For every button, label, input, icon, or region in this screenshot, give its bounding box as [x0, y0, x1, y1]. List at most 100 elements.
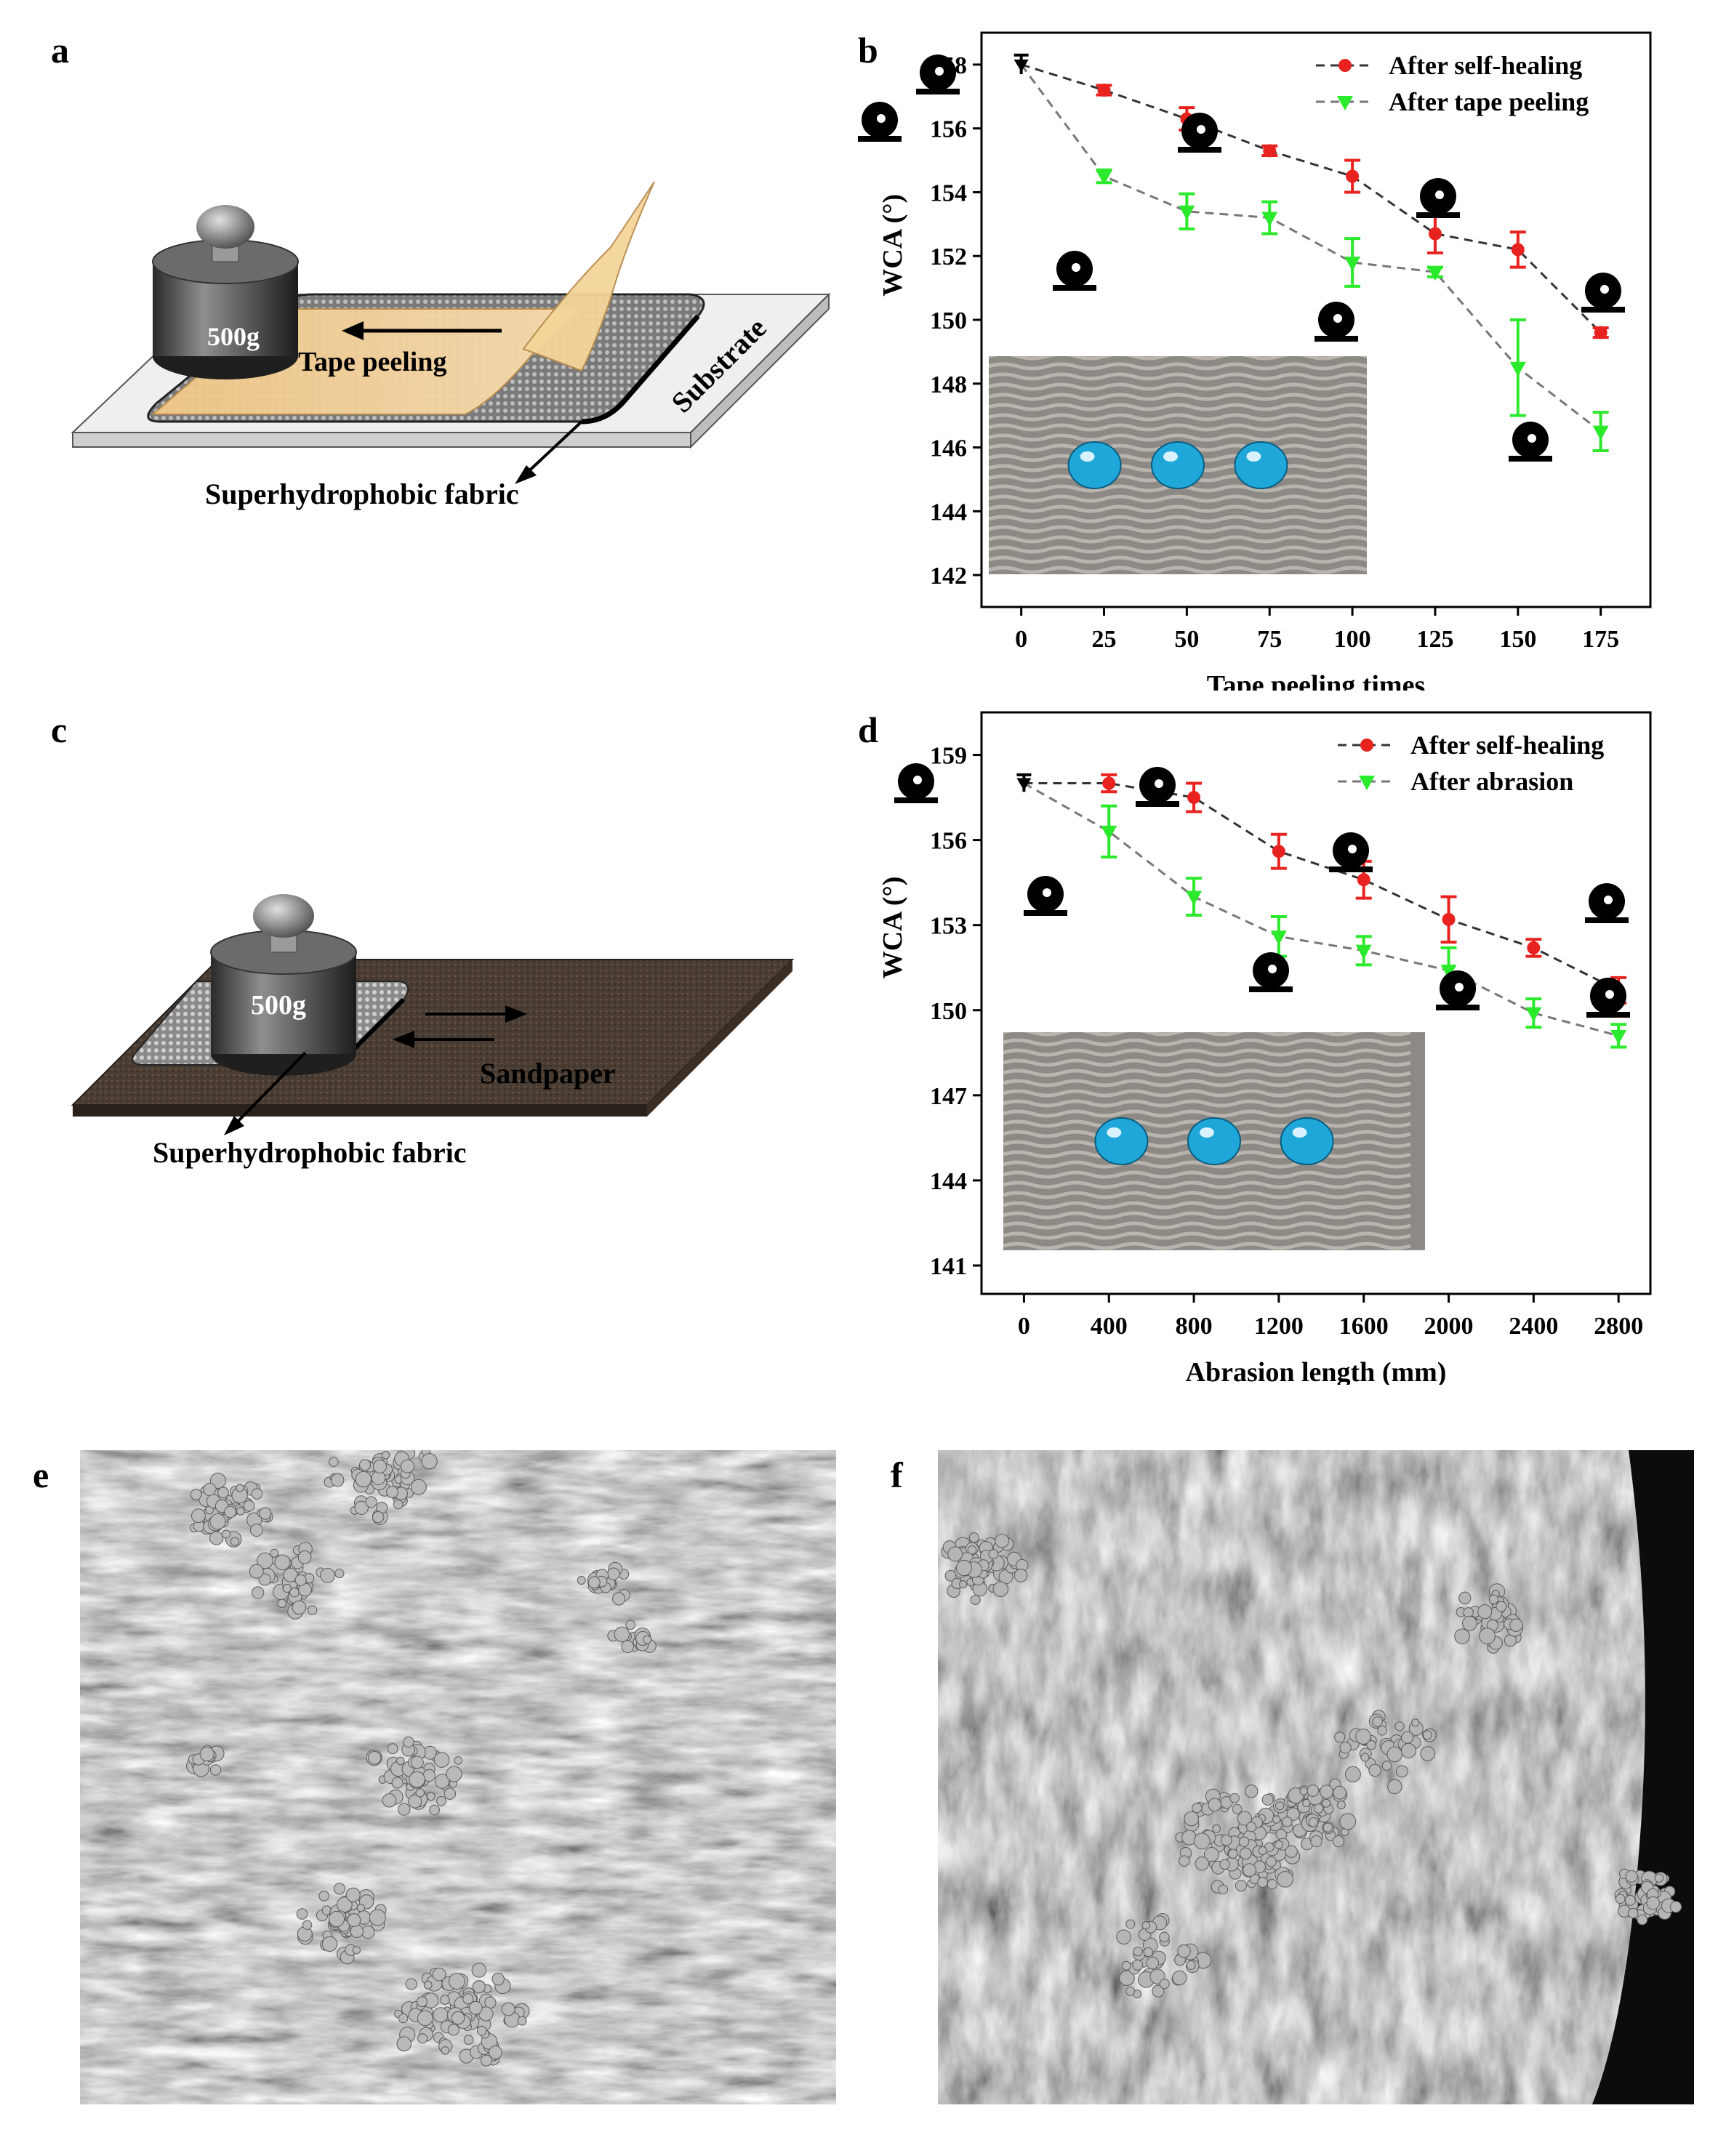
nanoparticle [1272, 1815, 1281, 1824]
y-tick-label: 153 [930, 913, 967, 940]
series-line-1 [1023, 782, 1619, 1037]
nanoparticle [352, 1946, 361, 1955]
nanoparticle [1637, 1914, 1648, 1926]
nanoparticle [398, 1803, 411, 1816]
nanoparticle [1302, 1798, 1311, 1808]
nanoparticle [1320, 1785, 1333, 1799]
weight-knob [196, 205, 254, 249]
nanoparticle [381, 1451, 390, 1460]
nanoparticle [1615, 1894, 1626, 1904]
nanoparticle [1218, 1884, 1229, 1895]
y-tick-label: 154 [930, 180, 967, 206]
nanoparticle [405, 1978, 417, 1990]
nanoparticle [1387, 1779, 1402, 1795]
nanoparticle [328, 1910, 345, 1927]
nanoparticle [421, 1453, 438, 1470]
nanoparticle [462, 1993, 474, 2005]
nanoparticle [1461, 1616, 1477, 1631]
nanoparticle [433, 2007, 449, 2023]
nanoparticle [259, 1507, 272, 1520]
nanoparticle [434, 1774, 450, 1789]
nanoparticle [398, 2013, 409, 2024]
nanoparticle [1266, 1856, 1277, 1867]
nanoparticle [330, 1473, 345, 1487]
nanoparticle [396, 1756, 405, 1766]
nanoparticle [365, 1496, 377, 1508]
nanoparticle [1386, 1746, 1402, 1763]
contact-angle-droplet-icon [1581, 273, 1625, 313]
nanoparticle [354, 1500, 369, 1516]
nanoparticle [1286, 1807, 1300, 1821]
nanoparticle [417, 1996, 428, 2008]
nanoparticle [992, 1581, 1009, 1598]
data-point [1263, 144, 1277, 158]
nanoparticle [1625, 1870, 1638, 1883]
nanoparticle [1125, 1987, 1136, 1996]
nanoparticle [443, 1787, 457, 1800]
data-point [1097, 84, 1111, 97]
nanoparticle [1193, 1833, 1211, 1850]
nanoparticle [347, 1913, 361, 1928]
x-tick-label: 0 [1018, 1313, 1030, 1340]
nanoparticle [217, 1487, 229, 1499]
nanoparticle [577, 1575, 586, 1585]
nanoparticle [1219, 1859, 1230, 1870]
nanoparticle [988, 1549, 999, 1559]
inset-photo [989, 356, 1367, 574]
droplet [1151, 441, 1205, 489]
contact-angle-droplet-icon [1585, 883, 1629, 923]
data-point [1272, 845, 1285, 858]
contact-angle-droplet-icon [1416, 178, 1460, 218]
nanoparticle [1454, 1628, 1470, 1644]
nanoparticle [1333, 1785, 1347, 1800]
nanoparticle [1479, 1628, 1496, 1644]
nanoparticle [1377, 1725, 1387, 1736]
nanoparticle [643, 1635, 652, 1644]
nanoparticle [1411, 1718, 1420, 1727]
sem-image-e [80, 1450, 836, 2104]
nanoparticle [1232, 1803, 1243, 1814]
data-point [1610, 1029, 1627, 1045]
nanoparticle [391, 1777, 404, 1789]
contact-angle-droplet-icon [1053, 251, 1096, 291]
nanoparticle [944, 1569, 957, 1582]
contact-angle-droplet-icon [1509, 422, 1552, 462]
abrasion-diagram: 500g Sandpaper [71, 894, 795, 1135]
legend-marker [1359, 776, 1375, 790]
nanoparticle [1336, 1801, 1346, 1810]
initial-point [1013, 59, 1029, 72]
nanoparticle [1310, 1835, 1322, 1848]
nanoparticle [393, 1499, 404, 1510]
nanoparticle [222, 1529, 231, 1539]
contact-angle-droplet-icon [858, 102, 902, 142]
nanoparticle [468, 2000, 483, 2015]
nanoparticle [1646, 1896, 1660, 1910]
nanoparticle [1119, 1970, 1135, 1987]
nanoparticle [607, 1567, 620, 1581]
nanoparticle [436, 1795, 446, 1806]
nanoparticle [409, 1771, 425, 1788]
y-tick-label: 142 [930, 563, 967, 590]
nanoparticle [382, 1793, 397, 1808]
nanoparticle [1238, 1836, 1250, 1847]
nanoparticle [190, 1489, 202, 1500]
nanoparticle [230, 1537, 240, 1546]
nanoparticle [955, 1559, 973, 1577]
nanoparticle [297, 1550, 312, 1564]
data-point [1102, 776, 1116, 790]
nanoparticle [415, 1787, 425, 1798]
data-point [1179, 205, 1195, 220]
panel-label-f: f [891, 1455, 903, 1495]
nanoparticle [258, 1573, 271, 1586]
y-tick-label: 147 [930, 1083, 967, 1110]
nanoparticle [1237, 1811, 1252, 1826]
nanoparticle [1195, 1857, 1209, 1871]
nanoparticle [224, 1505, 236, 1519]
legend-marker [1338, 59, 1352, 72]
nanoparticle [1239, 1847, 1252, 1860]
nanoparticle [476, 2025, 487, 2036]
nanoparticle [1146, 1956, 1160, 1970]
plot-frame [980, 711, 1652, 1295]
nanoparticle [417, 2010, 433, 2027]
